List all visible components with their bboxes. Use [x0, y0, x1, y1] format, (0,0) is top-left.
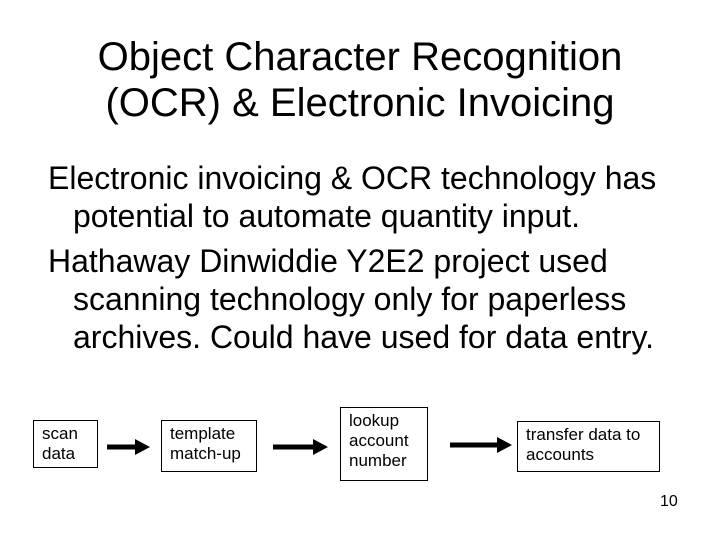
flow-step-transfer-data-to-accounts: transfer data to accounts: [517, 421, 660, 472]
body-paragraph: Electronic invoicing & OCR technology ha…: [48, 160, 657, 234]
page-number: 10: [660, 493, 678, 510]
slide-body: Electronic invoicing & OCR technology ha…: [48, 159, 698, 363]
slide-title: Object Character Recognition (OCR) & Ele…: [97, 35, 623, 125]
flow-step-scan-data: scan data: [33, 420, 98, 468]
flow-arrow-icon: [107, 439, 150, 455]
flow-arrow-icon: [273, 439, 328, 455]
body-paragraph: Hathaway Dinwiddie Y2E2 project used sca…: [48, 243, 655, 355]
flow-arrow-icon: [450, 437, 512, 453]
flow-step-lookup-account-number: lookup account number: [340, 407, 428, 481]
flow-step-template-match-up: template match-up: [161, 420, 257, 472]
